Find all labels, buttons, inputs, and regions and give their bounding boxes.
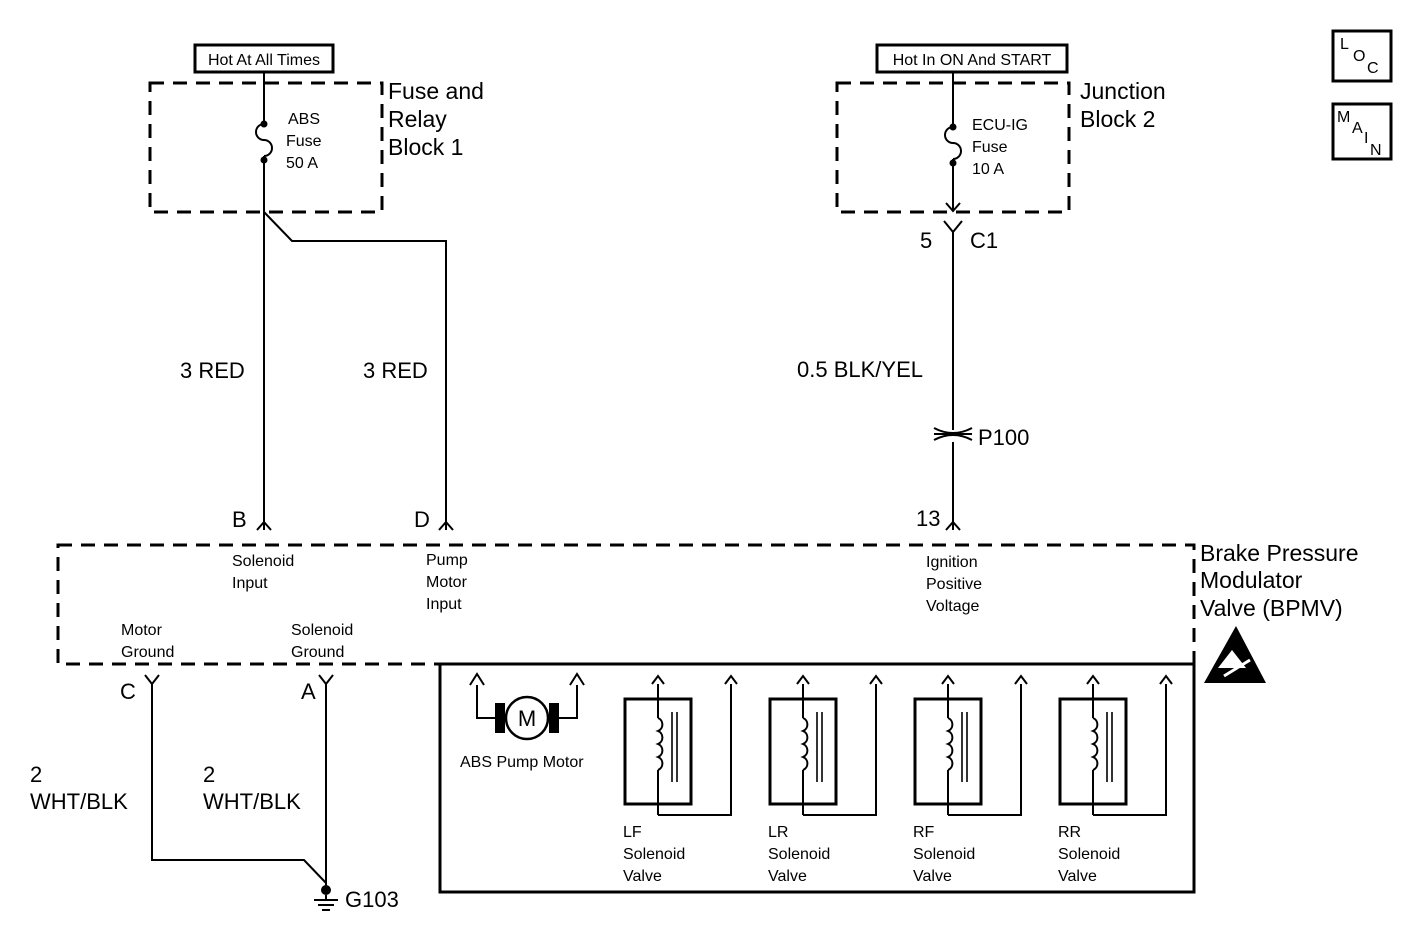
hot-in-on-start-box	[875, 43, 1069, 74]
svg-text:I: I	[1364, 130, 1368, 147]
ecu-ig-fuse-name: ECU-IG	[972, 117, 1028, 134]
pin-c-connector	[144, 674, 160, 686]
junction-block-2: Hot In ON And START ECU-IG Fuse 10 A Jun…	[835, 43, 1166, 253]
svg-text:LR: LR	[768, 824, 788, 841]
ignition-label-3: Voltage	[926, 598, 979, 615]
svg-text:Solenoid: Solenoid	[913, 846, 975, 863]
solenoid-ground-label-2: Ground	[291, 644, 344, 661]
ecu-ig-fuse-rating: 10 A	[972, 161, 1004, 178]
svg-text:Solenoid: Solenoid	[1058, 846, 1120, 863]
wht-blk-2-color: WHT/BLK	[203, 789, 301, 814]
ecu-ig-fuse-symbol	[944, 126, 962, 160]
pin-b-label: B	[232, 507, 247, 532]
ignition-label-1: Ignition	[926, 554, 978, 571]
wht-blk-1-color: WHT/BLK	[30, 789, 128, 814]
fuse-block-1-title-1: Fuse and	[388, 78, 484, 104]
svg-text:Valve: Valve	[1058, 868, 1097, 885]
bpmv-title-1: Brake Pressure	[1200, 540, 1359, 566]
svg-text:Valve: Valve	[768, 868, 807, 885]
bpmv-title-3: Valve (BPMV)	[1200, 595, 1343, 621]
svg-text:RF: RF	[913, 824, 935, 841]
bpmv-title-2: Modulator	[1200, 567, 1303, 593]
motor-m-symbol: M	[518, 706, 536, 731]
pump-input-label-3: Input	[426, 596, 462, 613]
abs-fuse-symbol	[255, 123, 273, 157]
svg-text:O: O	[1353, 48, 1365, 65]
svg-text:Solenoid: Solenoid	[768, 846, 830, 863]
abs-fuse-name: ABS	[288, 111, 320, 128]
wht-blk-2-size: 2	[203, 762, 215, 787]
svg-text:C: C	[1367, 60, 1379, 77]
hot-at-all-times-label: Hot At All Times	[208, 52, 320, 69]
svg-text:A: A	[1352, 120, 1363, 137]
pin-a-label: A	[301, 679, 316, 704]
svg-text:M: M	[1337, 109, 1350, 126]
bpmv-internal-box	[438, 662, 1196, 894]
junction-block-2-title-2: Block 2	[1080, 106, 1155, 132]
wht-blk-1-size: 2	[30, 762, 42, 787]
p100-connector-label: P100	[978, 425, 1029, 450]
solenoid-valve-rf: RF Solenoid Valve	[913, 674, 1028, 885]
svg-text:Valve: Valve	[913, 868, 952, 885]
pin-b-connector	[256, 520, 272, 531]
fuse-block-1-outline	[148, 81, 384, 214]
abs-fuse-word: Fuse	[286, 133, 322, 150]
pin-c-label: C	[120, 679, 136, 704]
svg-text:L: L	[1340, 36, 1349, 53]
fuse-relay-block-1: Hot At All Times ABS Fuse 50 A Fuse and …	[148, 43, 484, 214]
esd-warning-icon	[1204, 626, 1266, 683]
pin-13-label: 13	[916, 506, 940, 531]
hot-in-on-start-label: Hot In ON And START	[893, 52, 1052, 69]
svg-text:Solenoid: Solenoid	[623, 846, 685, 863]
solenoid-input-label-1: Solenoid	[232, 553, 294, 570]
bpmv-outline	[56, 543, 1196, 666]
blk-yel-wire-label: 0.5 BLK/YEL	[797, 357, 923, 382]
motor-ground-label-2: Ground	[121, 644, 174, 661]
ground-wires: 2 WHT/BLK 2 WHT/BLK	[30, 684, 327, 890]
solenoid-input-label-2: Input	[232, 575, 268, 592]
pump-input-label-1: Pump	[426, 552, 468, 569]
abs-pump-motor: M	[469, 672, 585, 741]
ground-g103-label: G103	[345, 887, 399, 912]
junction-block-2-title-1: Junction	[1080, 78, 1166, 104]
ecu-ig-fuse-word: Fuse	[972, 139, 1008, 156]
fuse-block-1-title-3: Block 1	[388, 134, 463, 160]
c1-connector-symbol	[943, 220, 963, 234]
c1-pin-5: 5	[920, 228, 932, 253]
pin-d-connector	[438, 520, 454, 531]
svg-text:RR: RR	[1058, 824, 1081, 841]
ignition-label-2: Positive	[926, 576, 982, 593]
svg-text:LF: LF	[623, 824, 642, 841]
fuse-block-1-title-2: Relay	[388, 106, 447, 132]
motor-ground-wire	[151, 684, 327, 884]
c1-connector-label: C1	[970, 228, 998, 253]
ground-symbol-icon	[314, 885, 338, 911]
solenoid-valve-lf: LF Solenoid Valve	[623, 674, 738, 885]
svg-text:N: N	[1370, 142, 1382, 159]
pin-d-label: D	[414, 507, 430, 532]
red-wire-1-label: 3 RED	[180, 358, 245, 383]
loc-icon[interactable]: L O C	[1331, 29, 1393, 83]
solenoid-valve-rr: RR Solenoid Valve	[1058, 674, 1173, 885]
p100-connector-symbol	[933, 427, 973, 441]
blk-yel-wire: 0.5 BLK/YEL P100	[797, 232, 1029, 530]
red-wire-pump	[263, 211, 447, 530]
pin-a-connector	[318, 674, 334, 686]
bpmv-module: Brake Pressure Modulator Valve (BPMV) B …	[56, 506, 1359, 894]
red-wire-2-label: 3 RED	[363, 358, 428, 383]
motor-ground-label-1: Motor	[121, 622, 163, 639]
solenoid-valve-lr: LR Solenoid Valve	[768, 674, 883, 885]
abs-fuse-rating: 50 A	[286, 155, 318, 172]
pump-input-label-2: Motor	[426, 574, 468, 591]
abs-pump-motor-label: ABS Pump Motor	[460, 754, 584, 771]
solenoid-ground-label-1: Solenoid	[291, 622, 353, 639]
main-icon[interactable]: M A I N	[1331, 102, 1393, 161]
pin-13-connector	[945, 520, 961, 531]
red-wires: 3 RED 3 RED	[180, 211, 447, 530]
svg-text:Valve: Valve	[623, 868, 662, 885]
